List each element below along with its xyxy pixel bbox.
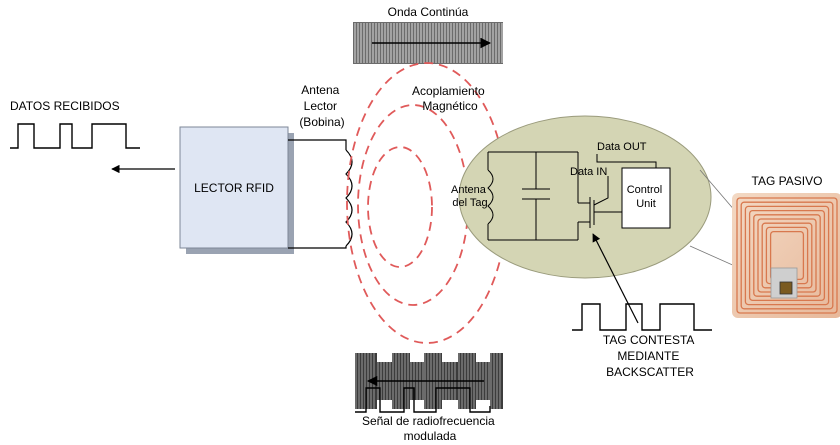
reader-coil [288, 140, 352, 248]
senal-label: Señal de radiofrecuencia modulada [362, 414, 498, 443]
data-in-label: Data IN [570, 166, 607, 178]
lector-rfid-label: LECTOR RFID [194, 181, 274, 195]
antena-tag-label: Antena del Tag [451, 184, 489, 209]
received-data-signal [10, 124, 140, 148]
tag-circuit-area [459, 116, 711, 278]
acoplamiento-label: Acoplamiento Magnético [412, 84, 488, 113]
continuous-wave-block [353, 22, 503, 64]
modulated-wave-block [355, 353, 503, 409]
tag-pasivo-label: TAG PASIVO [752, 174, 823, 188]
data-out-label: Data OUT [597, 141, 647, 153]
datos-recibidos-label: DATOS RECIBIDOS [10, 99, 120, 113]
passive-tag-image [732, 193, 840, 318]
onda-continua-label: Onda Continúa [388, 5, 469, 19]
tag-response-signal [572, 304, 712, 330]
tag-contesta-label: TAG CONTESTA MEDIANTE BACKSCATTER [603, 333, 697, 379]
antena-lector-label: Antena Lector (Bobina) [299, 83, 344, 129]
